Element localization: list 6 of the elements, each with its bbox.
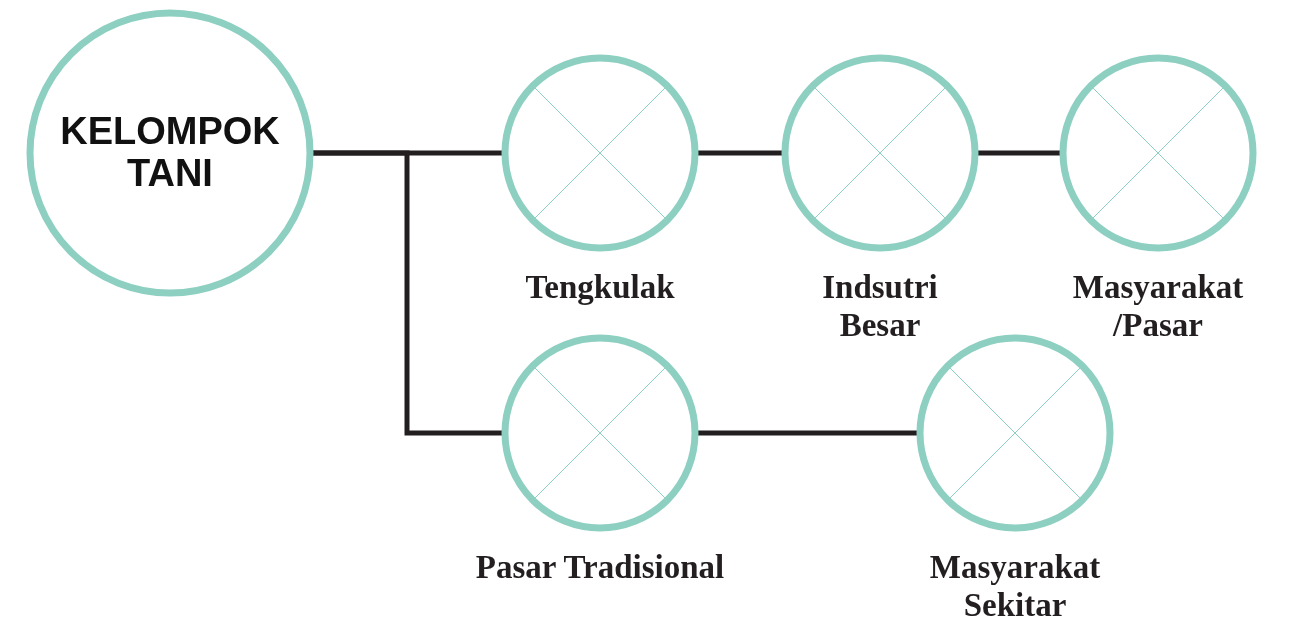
node-label: KELOMPOK TANI	[59, 111, 281, 195]
node-label: Masyarakat /Pasar	[1071, 268, 1245, 344]
node-label: Indsutri Besar	[821, 268, 939, 344]
node-label: Masyarakat Sekitar	[928, 548, 1102, 624]
node-label: Pasar Tradisional	[474, 548, 726, 586]
node-label: Tengkulak	[524, 268, 676, 306]
